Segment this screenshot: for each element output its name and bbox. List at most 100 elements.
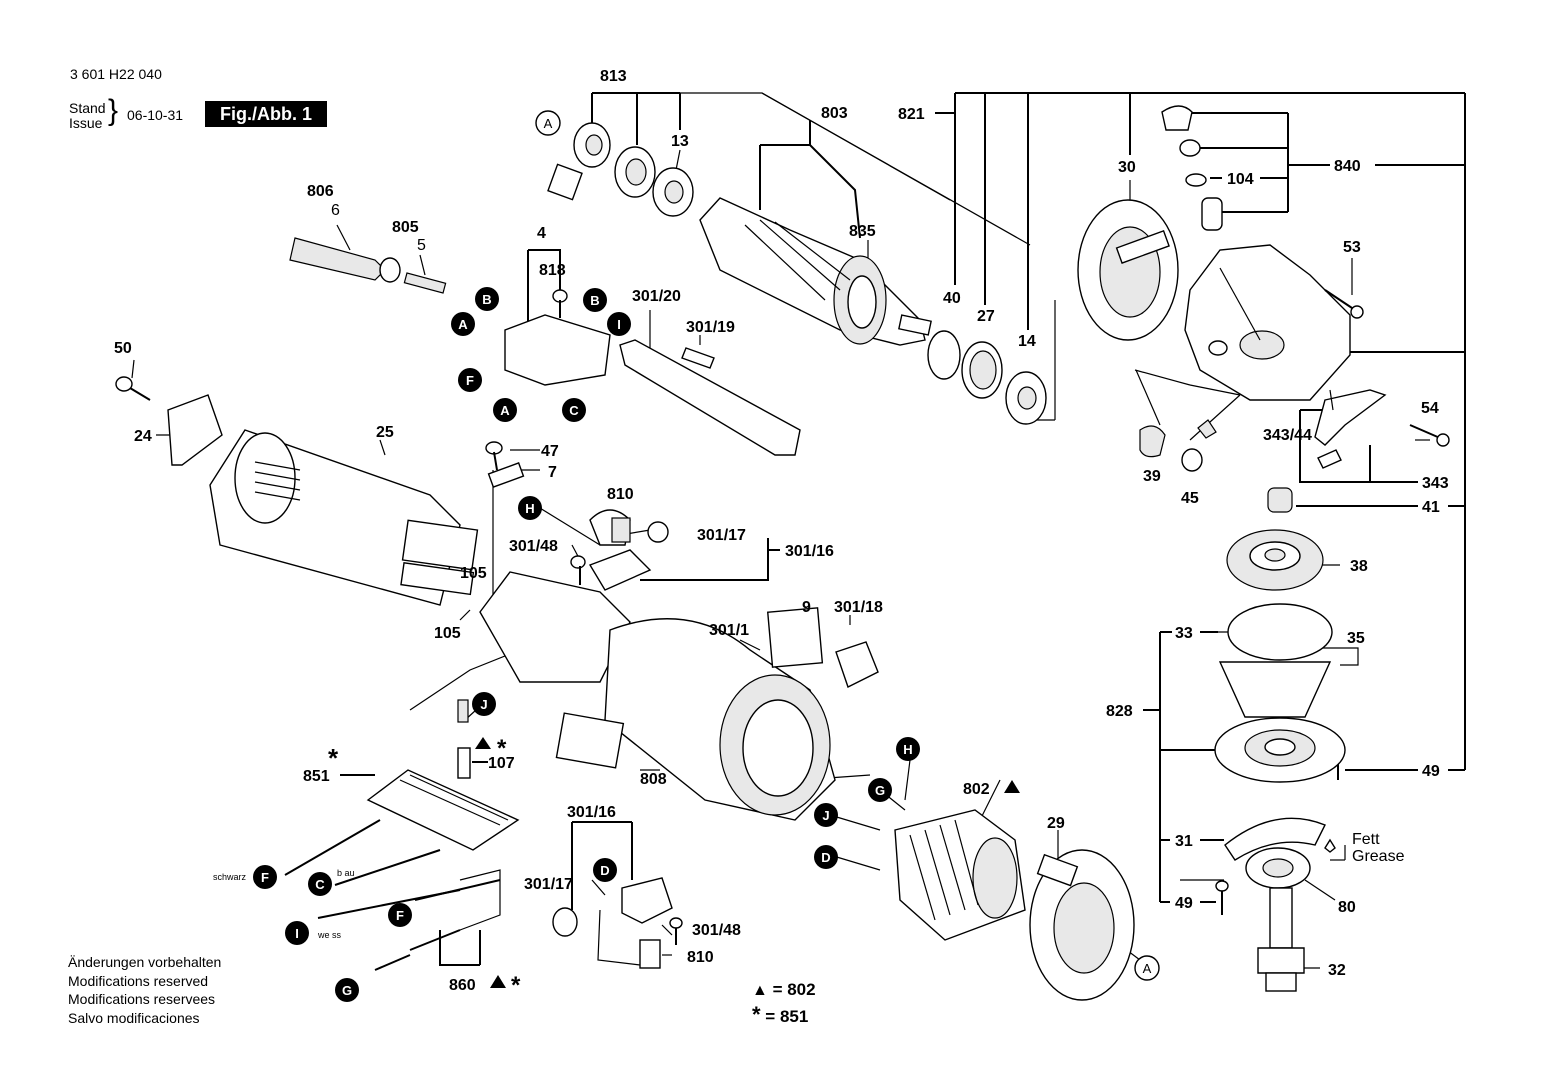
svg-text:G: G <box>342 983 352 998</box>
marker-a-open: A <box>535 110 561 136</box>
svg-text:D: D <box>821 850 830 865</box>
marker-f-3: F <box>388 903 412 927</box>
legend-star-text: = 851 <box>765 1007 809 1026</box>
switch-block-shape <box>366 699 520 851</box>
brace-glyph: } <box>108 94 119 127</box>
marker-a-1: A <box>451 312 475 336</box>
svg-text:J: J <box>822 808 829 823</box>
svg-text:A: A <box>1143 961 1152 976</box>
marker-b-2: B <box>583 288 607 312</box>
callout-9: 9 <box>802 599 811 616</box>
svg-text:F: F <box>261 870 269 885</box>
callout-labels: 813 13 803 821 835 30 104 840 806 6 805 … <box>114 68 1449 994</box>
brush-holder-shape <box>504 314 611 386</box>
callout-29: 29 <box>1047 815 1065 832</box>
callout-32: 32 <box>1328 962 1346 979</box>
wire-shapes <box>284 819 501 971</box>
parts <box>115 105 1450 1001</box>
svg-text:B: B <box>482 292 491 307</box>
marker-g-1: G <box>868 778 892 802</box>
callout-343: 343 <box>1422 475 1449 492</box>
marker-symbols: * * * <box>328 735 1020 999</box>
modification-notes: Änderungen vorbehalten Modifications res… <box>68 953 221 1027</box>
stand-issue: Stand Issue <box>69 101 106 131</box>
callout-818: 818 <box>539 262 566 279</box>
legend-star: * = 851 <box>752 1004 809 1027</box>
svg-text:I: I <box>617 317 621 332</box>
callout-47: 47 <box>541 443 559 460</box>
cover-plate-shape <box>167 394 223 466</box>
callout-80: 80 <box>1338 899 1356 916</box>
callout-6: 6 <box>331 202 340 219</box>
callout-38: 38 <box>1350 558 1368 575</box>
svg-text:H: H <box>525 501 534 516</box>
callout-13: 13 <box>671 133 689 150</box>
callout-835: 835 <box>849 223 876 240</box>
callout-31: 31 <box>1175 833 1193 850</box>
triangle-icon <box>490 975 506 988</box>
callout-39: 39 <box>1143 468 1161 485</box>
svg-text:A: A <box>458 317 468 332</box>
callout-27: 27 <box>977 308 995 325</box>
svg-text:C: C <box>569 403 579 418</box>
marker-h-2: H <box>896 737 920 761</box>
marker-d-1: D <box>814 845 838 869</box>
callout-25: 25 <box>376 424 394 441</box>
svg-text:I: I <box>295 926 299 941</box>
callout-53: 53 <box>1343 239 1361 256</box>
marker-j-2: J <box>814 803 838 827</box>
marker-h-1: H <box>518 496 542 520</box>
note-de: Änderungen vorbehalten <box>68 954 222 970</box>
marker-c-1: C <box>562 398 586 422</box>
callout-33: 33 <box>1175 625 1193 642</box>
callout-301-18: 301/18 <box>834 599 883 616</box>
callout-802: 802 <box>963 781 990 798</box>
bearing-shape <box>547 122 694 217</box>
callout-4: 4 <box>537 225 546 242</box>
legend-triangle: ▲ = 802 <box>752 980 816 1000</box>
marker-j-1: J <box>472 692 496 716</box>
marker-i-1: I <box>607 312 631 336</box>
callout-301-17-a: 301/17 <box>697 527 746 544</box>
field-coil-shape <box>894 809 1026 941</box>
star-icon: * <box>511 972 521 999</box>
callout-810-b: 810 <box>687 949 714 966</box>
motor-housing-shape <box>209 429 479 606</box>
callout-7: 7 <box>548 464 557 481</box>
note-fr: Modifications reservees <box>68 991 216 1007</box>
armature-shape <box>699 197 932 346</box>
marker-g-2: G <box>335 978 359 1002</box>
callout-803: 803 <box>821 105 848 122</box>
callout-49-a: 49 <box>1422 763 1440 780</box>
callout-851: 851 <box>303 768 330 785</box>
svg-text:A: A <box>544 116 553 131</box>
callout-30: 30 <box>1118 159 1136 176</box>
marker-f-2: F <box>253 865 277 889</box>
triangle-icon <box>475 737 491 749</box>
svg-text:F: F <box>396 908 404 923</box>
slide-bar-shape <box>619 339 801 456</box>
main-housing-shape <box>604 618 836 821</box>
svg-text:H: H <box>903 742 912 757</box>
callout-107: 107 <box>488 755 515 772</box>
callout-343-44: 343/44 <box>1263 427 1312 444</box>
issue-date: 06-10-31 <box>127 107 184 123</box>
callout-105-b: 105 <box>434 625 461 642</box>
bevel-gear-shape <box>1226 529 1324 591</box>
callout-301-16-b: 301/16 <box>567 804 616 821</box>
callout-24: 24 <box>134 428 152 445</box>
gear-housing-shape <box>1184 244 1351 401</box>
callout-821: 821 <box>898 106 925 123</box>
callout-810-a: 810 <box>607 486 634 503</box>
callout-805: 805 <box>392 219 419 236</box>
retaining-ring-shape <box>927 330 961 380</box>
marker-i-2: I <box>285 921 309 945</box>
callout-105-a: 105 <box>460 565 487 582</box>
callout-808: 808 <box>640 771 667 788</box>
svg-text:G: G <box>875 783 885 798</box>
star-icon: * <box>752 1002 761 1027</box>
marker-circles: A A B A B I F A <box>253 110 1160 1002</box>
wire-label-blau: b au <box>337 868 355 878</box>
callout-301-16-a: 301/16 <box>785 543 834 560</box>
